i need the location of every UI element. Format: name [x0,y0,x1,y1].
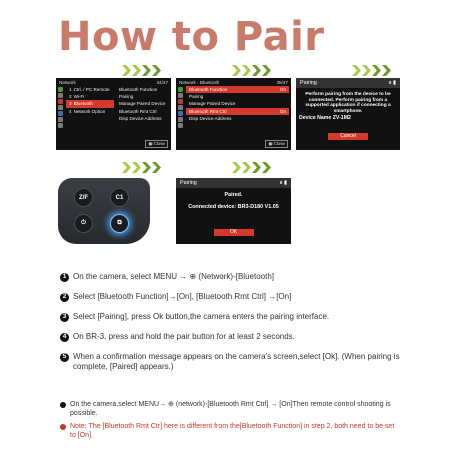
step-text: Select [Pairing], press Ok button,the ca… [73,312,330,321]
cancel-button[interactable]: Cancel [328,133,368,140]
menu-side-icons [178,87,183,128]
bluetooth-icon: ʙ ▮ [279,180,287,186]
step-text: On BR-3, press and hold the pair button … [73,332,295,341]
bullet-icon [60,424,66,430]
camera-screen-bluetooth: Network - Bluetooth 35/47 Bluetooth Func… [176,78,291,150]
pair-button: ⧉ [110,214,129,233]
step-item: 1 On the camera, select MENU → ⊕ (Networ… [60,272,274,282]
page-title: How to Pair [58,14,325,60]
bullet-icon [60,402,66,408]
step-item: 2 Select [Bluetooth Function]→[On], [Blu… [60,292,291,302]
close-button[interactable]: ▣ Close [145,140,168,148]
arrow-decoration [232,65,271,76]
note-text: Note: The [Bluetooth Rmt Ctr] here is di… [70,423,395,439]
dialog-title: Pairing [300,80,317,86]
submenu-item: Pairing [119,94,134,100]
pairing-message: Perform pairing from the device to be co… [305,92,391,114]
step-item: 4 On BR-3, press and hold the pair butto… [60,332,295,342]
step-number: 3 [60,312,69,322]
setting-manage-paired[interactable]: Manage Paired Device [189,101,236,107]
screen-header-left: Network [59,79,76,85]
step-number: 2 [60,292,69,302]
power-button: ⏻ [74,214,93,233]
step-item: 5 When a confirmation message appears on… [60,352,400,372]
screen-header-left: Network - Bluetooth [179,79,220,85]
step-text: On the camera, select MENU → ⊕ (Network)… [73,272,274,281]
step-number: 5 [60,352,69,362]
submenu-item: Bluetooth Rmt Ctrl [119,108,157,114]
screen-header-right: 34/47 [156,79,169,85]
paired-status: Paired. [224,192,243,198]
arrow-decoration [122,162,161,173]
note-text: On the camera,select MENU→ ⊕ (network)-[… [70,401,391,417]
step-text: When a confirmation message appears on t… [73,352,400,371]
camera-screen-paired: Pairing ʙ ▮ Paired. Connected device: BR… [176,178,291,244]
device-name: Device Name ZV-1M2 [299,115,351,122]
setting-disp-address[interactable]: Disp Device Address [189,115,232,121]
dialog-title: Pairing [180,180,197,186]
step-text: Select [Bluetooth Function]→[On], [Bluet… [73,292,292,301]
step-number: 1 [60,272,69,282]
connected-device: Connected device: BR3-D180 V1.05 [188,204,279,211]
close-button[interactable]: ▣ Close [265,140,288,148]
ok-button[interactable]: OK [213,229,254,236]
arrow-decoration [232,162,271,173]
arrow-decoration [352,65,391,76]
submenu-item: Disp Device Address [119,115,162,121]
c1-button: C1 [110,188,129,207]
zf-button: Z/F [74,188,93,207]
submenu-item: Bluetooth Function [119,87,158,93]
step-item: 3 Select [Pairing], press Ok button,the … [60,312,329,322]
bluetooth-icon: ʙ ▮ [388,80,396,86]
camera-screen-pairing: Pairing ʙ ▮ Perform pairing from the dev… [296,78,400,150]
setting-pairing[interactable]: Pairing [189,94,204,100]
remote-shooting-note: On the camera,select MENU→ ⊕ (network)-[… [60,400,400,418]
menu-side-icons [58,87,63,128]
step-number: 4 [60,332,69,342]
screen-header-right: 35/47 [276,79,289,85]
difference-note: Note: The [Bluetooth Rmt Ctr] here is di… [60,422,400,440]
arrow-decoration [122,65,161,76]
submenu-item: Manage Paired Device [119,101,166,107]
remote-control-image: Z/F C1 ⏻ ⧉ [58,178,150,244]
